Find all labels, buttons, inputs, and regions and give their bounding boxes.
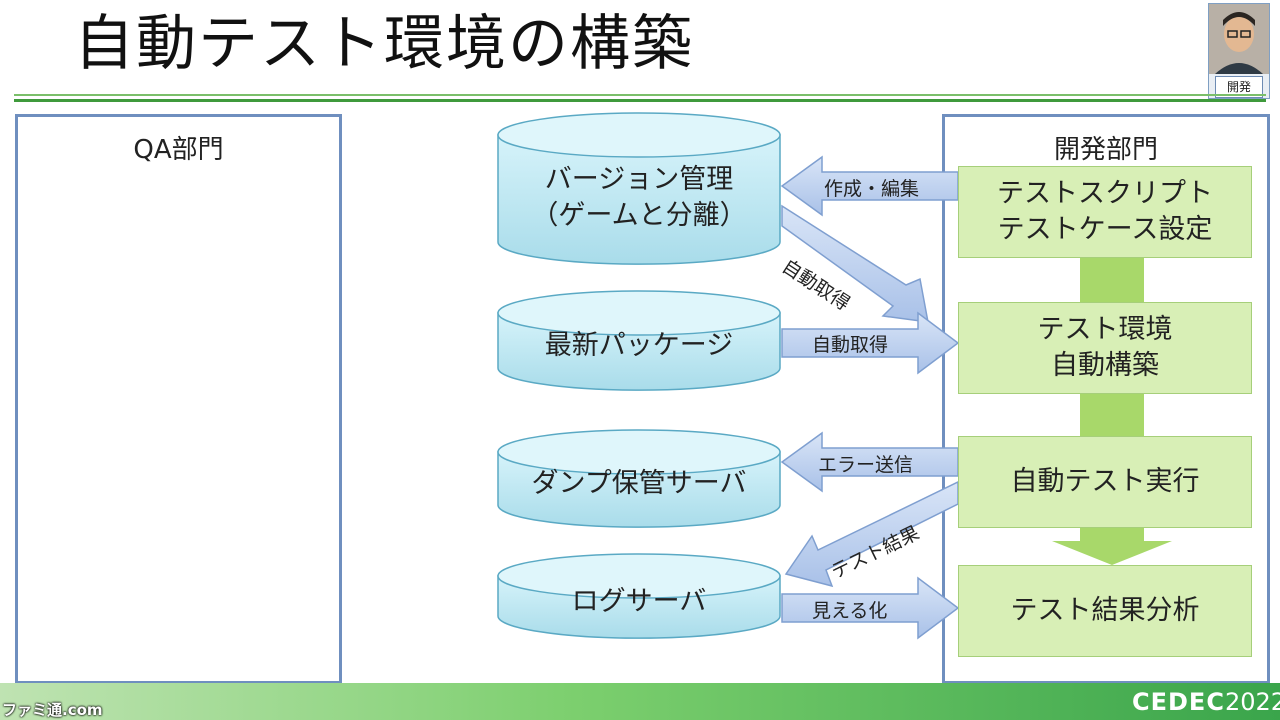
title-rule-light — [14, 94, 1266, 96]
slide-title: 自動テスト環境の構築 — [74, 9, 694, 79]
arrow-create-edit-label: 作成・編集 — [824, 178, 920, 200]
avatar-icon — [1209, 4, 1269, 74]
qa-panel: QA部門 — [15, 114, 342, 684]
presenter-thumbnail: 開発 — [1208, 3, 1270, 99]
arrow-visualize-label: 見える化 — [812, 600, 888, 622]
storage-version-control-label: バージョン管理 （ゲームと分離） — [531, 164, 747, 231]
presenter-caption: 開発 — [1215, 76, 1263, 98]
storage-dump-server-label: ダンプ保管サーバ — [531, 468, 747, 499]
arrow-auto-fetch-diagonal-label: 自動取得 — [777, 255, 854, 316]
arrow-error-send-label: エラー送信 — [818, 454, 914, 476]
footer-bar — [0, 683, 1280, 720]
title-rule-dark — [14, 99, 1266, 102]
dev-panel-title: 開発部門 — [1053, 135, 1158, 165]
storage-latest-package-label: 最新パッケージ — [544, 330, 734, 361]
event-name: CEDEC — [1132, 688, 1225, 716]
storage-log-server-label: ログサーバ — [571, 586, 707, 617]
event-year: 2022 — [1224, 688, 1280, 716]
process-env-build: テスト環境 自動構築 — [958, 302, 1252, 394]
process-test-script: テストスクリプト テストケース設定 — [958, 166, 1252, 258]
presenter-photo — [1209, 4, 1269, 74]
arrow-test-result-label: テスト結果 — [827, 521, 923, 584]
process-result-analysis: テスト結果分析 — [958, 565, 1252, 657]
event-logo: CEDEC2022 — [1132, 688, 1280, 716]
watermark-logo: ファミ通.com — [2, 701, 103, 719]
arrow-auto-fetch-label: 自動取得 — [812, 334, 889, 356]
qa-panel-title: QA部門 — [133, 135, 224, 165]
process-auto-test-run: 自動テスト実行 — [958, 436, 1252, 528]
arrow-test-result — [784, 480, 959, 588]
